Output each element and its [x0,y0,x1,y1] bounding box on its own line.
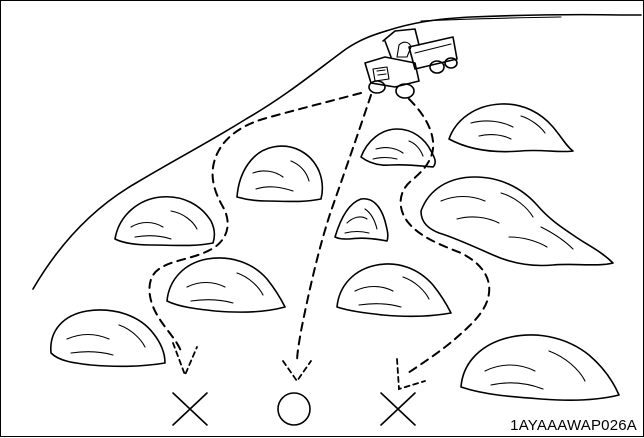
route-center-straight [296,94,372,364]
rock-left [114,196,216,247]
arrowhead-center [282,360,312,383]
rock-center-left-lower [166,257,286,313]
rock-center-right-lower [336,263,452,318]
rock-bottom-right [460,334,620,401]
x-mark-left [172,392,208,426]
hill-slope [32,13,642,290]
rock-right-large [420,176,614,267]
rock-center-spire [334,197,389,242]
circle-mark-center [277,392,311,426]
x-mark-right [380,392,416,426]
arrowhead-right [396,358,426,391]
rock-bottom-left [50,309,166,368]
utility-vehicle [364,28,458,99]
route-right-winding [399,98,491,376]
rock-upper-center [360,128,436,168]
rock-left-center [236,145,324,203]
figure-id-label: 1AYAAAWAP026A [510,417,637,434]
route-left-winding [148,92,362,352]
rock-upper-right [448,103,574,153]
arrowhead-left [172,342,198,378]
